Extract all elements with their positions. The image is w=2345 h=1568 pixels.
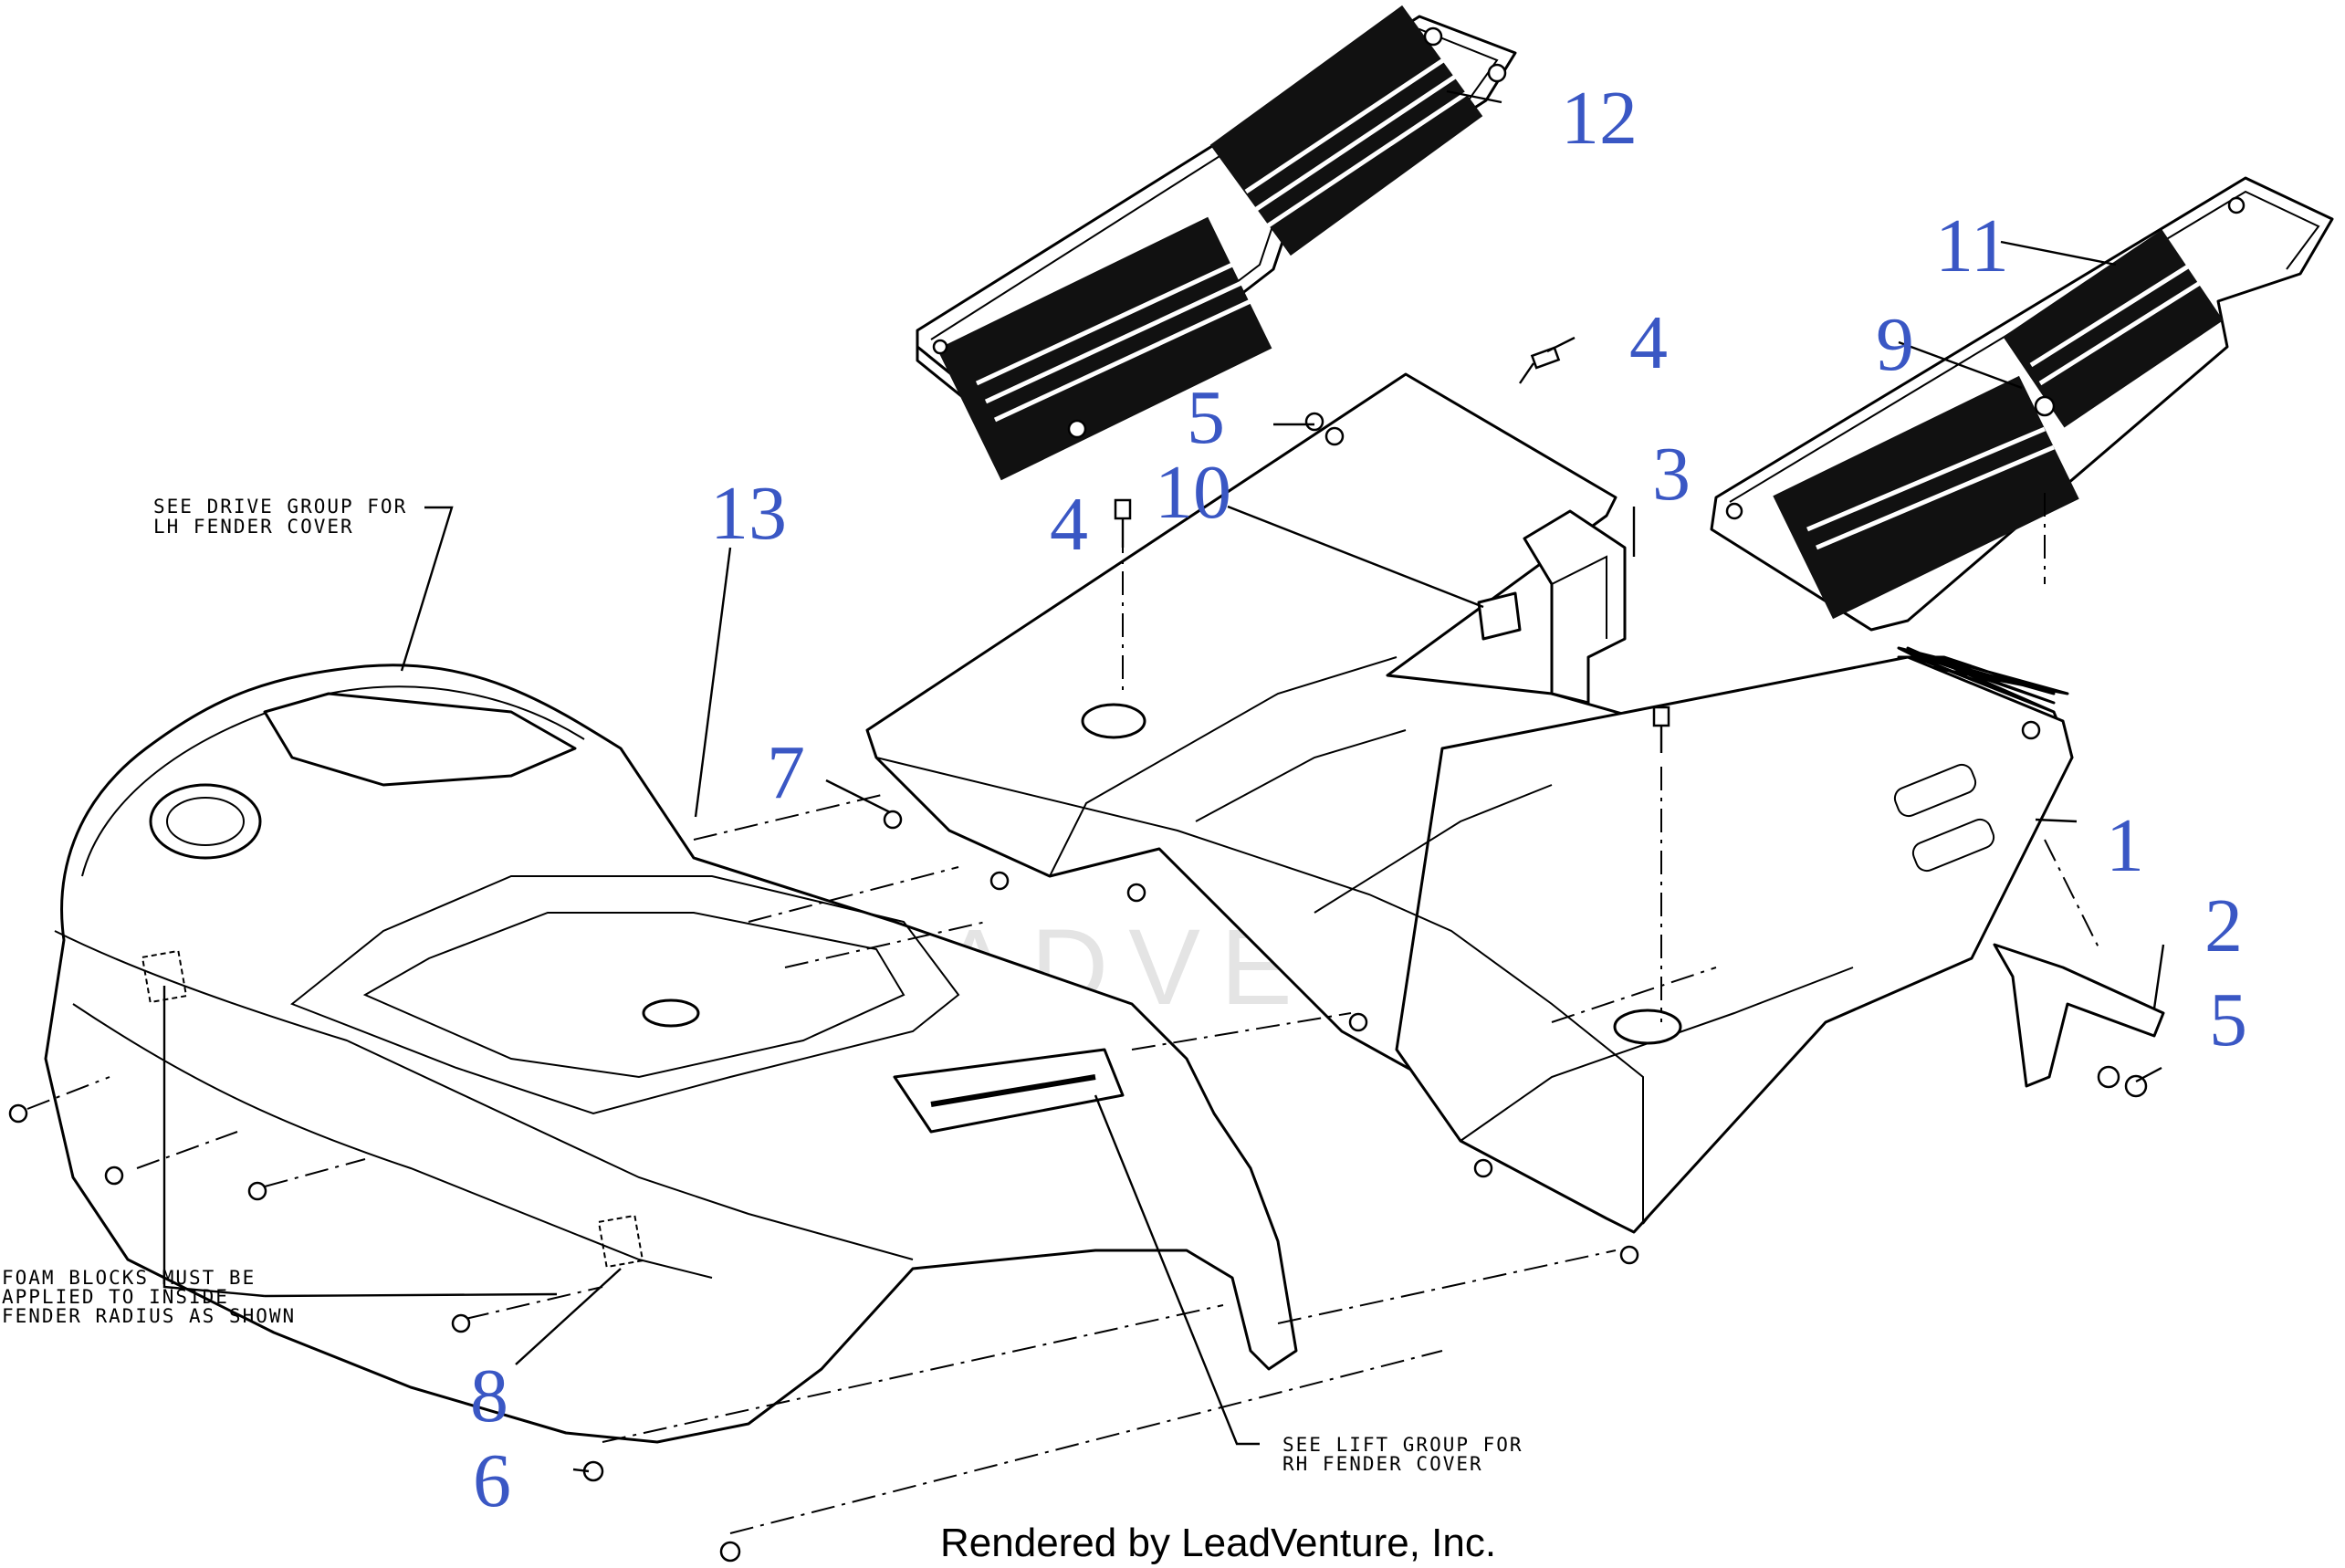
note-lh-fender: SEE DRIVE GROUP FOR LH FENDER COVER (153, 496, 407, 538)
callout-5-upper: 5 (1187, 375, 1225, 460)
bolt-6 (582, 1460, 741, 1563)
callout-3: 3 (1652, 432, 1691, 517)
callout-7: 7 (767, 730, 805, 815)
part-12-footrest-upper (916, 5, 1517, 481)
part-11-footrest-right (1710, 176, 2334, 632)
note-foam-blocks: FOAM BLOCKS MUST BE APPLIED TO INSIDE FE… (2, 1267, 296, 1327)
note-foam-line-2: APPLIED TO INSIDE (2, 1286, 229, 1308)
part-2-bracket (1993, 943, 2165, 1088)
part-13-fender (44, 664, 1298, 1444)
callout-13: 13 (710, 471, 787, 556)
note-lh-fender-line-2: LH FENDER COVER (153, 516, 354, 538)
part-1-floor-pan (865, 372, 2074, 1234)
bolt-4-upper (1519, 346, 1561, 384)
callouts: 1 2 3 4 4 5 5 6 7 8 9 10 11 12 13 (470, 76, 2247, 1523)
callout-12: 12 (1561, 76, 1638, 161)
callout-4-upper: 4 (1629, 300, 1668, 385)
part-3-bracket (1523, 509, 1627, 705)
note-foam-line-1: FOAM BLOCKS MUST BE (2, 1267, 256, 1289)
callout-10: 10 (1155, 450, 1231, 535)
part-10-tab (1477, 591, 1522, 641)
note-rh-fender: SEE LIFT GROUP FOR RH FENDER COVER (1282, 1434, 1523, 1475)
callout-leaders (162, 89, 2165, 1473)
callout-9: 9 (1876, 302, 1914, 387)
nut-7 (883, 810, 903, 830)
bolt-4-center (1652, 706, 1670, 753)
footer-credit: Rendered by LeadVenture, Inc. (940, 1521, 1496, 1565)
callout-8: 8 (470, 1354, 508, 1438)
callout-4-left: 4 (1050, 482, 1088, 567)
bolt-5-right (2097, 1065, 2148, 1098)
callout-1: 1 (2106, 803, 2144, 888)
note-rh-fender-line-2: RH FENDER COVER (1282, 1453, 1483, 1475)
note-rh-fender-line-1: SEE LIFT GROUP FOR (1282, 1434, 1523, 1456)
callout-11: 11 (1935, 204, 2009, 288)
callout-5-right: 5 (2209, 977, 2247, 1062)
callout-6: 6 (473, 1438, 511, 1523)
note-lh-fender-line-1: SEE DRIVE GROUP FOR (153, 496, 407, 517)
note-foam-line-3: FENDER RADIUS AS SHOWN (2, 1305, 296, 1327)
assembly-lines (26, 493, 2100, 1534)
hardware (8, 346, 2148, 1563)
bolt-4-left (1114, 498, 1132, 548)
bolt-5-upper (1304, 412, 1345, 446)
callout-2: 2 (2204, 883, 2243, 968)
